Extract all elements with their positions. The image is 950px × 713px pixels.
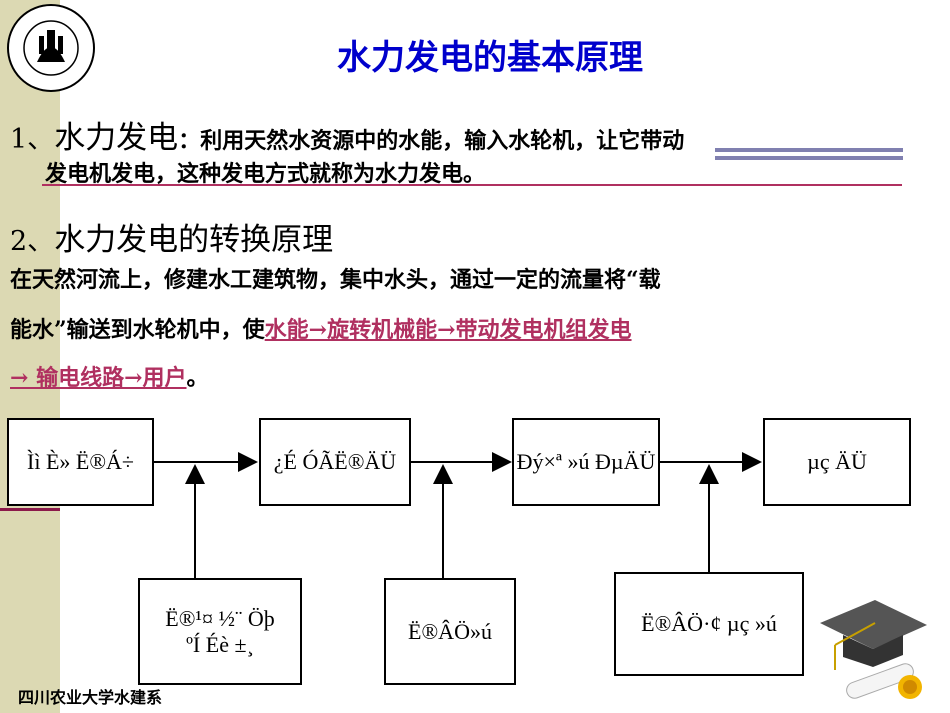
diagram-box-turbine: Ë®ÂÖ»ú	[384, 578, 516, 685]
point-2-line2-plain: 能水”输送到水轮机中，使	[10, 317, 265, 343]
point-2: 2、水力发电的转换原理	[10, 214, 333, 259]
university-logo	[7, 4, 95, 92]
decor-bar	[715, 156, 903, 160]
point-1-colon: ：	[178, 128, 201, 154]
point-2-line3: → 输电线路→用户。	[10, 360, 209, 392]
footer-department: 四川农业大学水建系	[18, 688, 163, 707]
sidebar-accent-line	[0, 508, 60, 511]
decor-bar	[715, 148, 903, 152]
box5-line2: ºÍ Éè ±¸	[186, 631, 254, 657]
diagram-box-generator: Ë®ÂÖ·¢ µç »ú	[614, 572, 804, 676]
point-2-line3-end: 。	[186, 365, 209, 391]
point-1-text-line1: 利用天然水资源中的水能，输入水轮机，让它带动	[200, 128, 685, 154]
point-2-line1: 在天然河流上，修建水工建筑物，集中水头，通过一定的流量将“载	[10, 267, 661, 293]
point-1-number: 1、	[10, 124, 55, 155]
point-1-text-line2: 发电机发电，这种发电方式就称为水力发电。	[45, 161, 486, 187]
page-title: 水力发电的基本原理	[337, 38, 643, 78]
point-2-line2-red: 水能→旋转机械能→带动发电机组发电	[264, 317, 632, 343]
point-2-number: 2、	[10, 226, 55, 257]
diagram-box-electric-energy: µç ÄÜ	[763, 418, 911, 506]
left-sidebar-band	[0, 0, 60, 713]
diagram-box-usable-water-energy: ¿É ÓÃË®ÄÜ	[259, 418, 411, 506]
point-1: 1、水力发电：利用天然水资源中的水能，输入水轮机，让它带动	[10, 112, 684, 157]
point-1-heading: 水力发电	[54, 120, 179, 156]
graduation-cap-icon	[820, 600, 927, 699]
diagram-box-hydraulic-structures: Ë®¹¤ ½¨ Öþ ºÍ Éè ±¸	[138, 578, 302, 685]
point-2-line2: 能水”输送到水轮机中，使水能→旋转机械能→带动发电机组发电	[10, 312, 632, 344]
point-2-heading: 水力发电的转换原理	[54, 222, 334, 258]
diagram-box-rotational-energy: Ðý×ª »ú ÐµÄÜ	[512, 418, 660, 506]
diagram-box-natural-water: Ìì È» Ë®Á÷	[7, 418, 154, 506]
box5-line1: Ë®¹¤ ½¨ Öþ	[165, 605, 275, 631]
point-2-line3-red: → 输电线路→用户	[10, 365, 187, 391]
underline-rule	[42, 184, 902, 186]
